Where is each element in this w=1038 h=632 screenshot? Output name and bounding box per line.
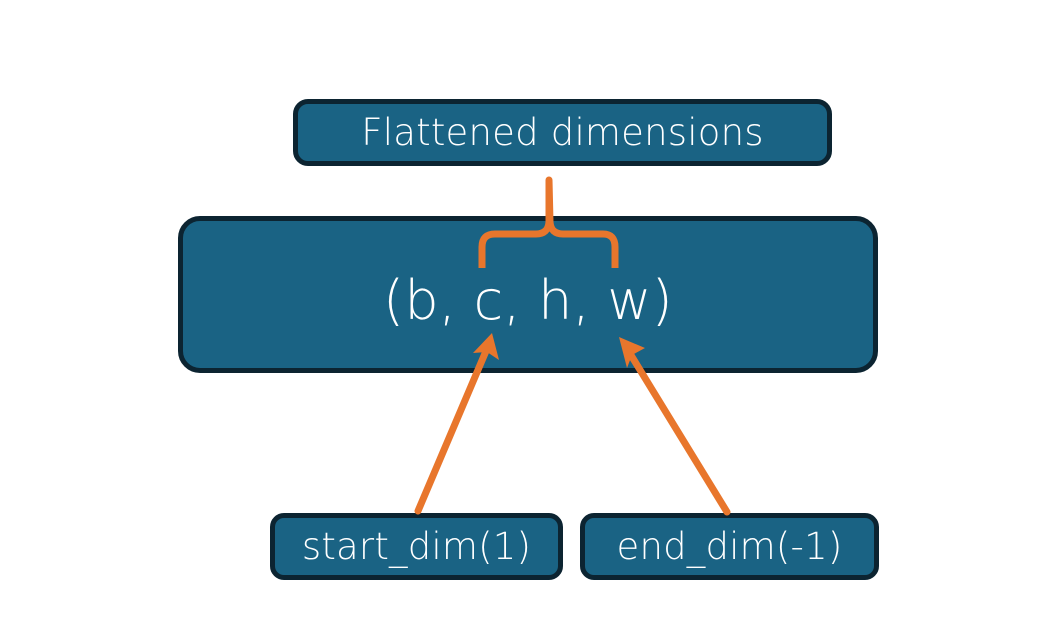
node-end-dim[interactable]: end_dim(-1) [580,513,879,580]
node-tensor-shape[interactable]: (b, c, h, w) [178,216,878,373]
node-flattened-dimensions-label: Flattened dimensions [361,111,764,154]
node-end-dim-label: end_dim(-1) [616,525,843,568]
node-start-dim[interactable]: start_dim(1) [270,513,563,580]
node-tensor-shape-label: (b, c, h, w) [383,268,673,332]
node-flattened-dimensions[interactable]: Flattened dimensions [293,99,832,166]
node-start-dim-label: start_dim(1) [301,525,532,568]
